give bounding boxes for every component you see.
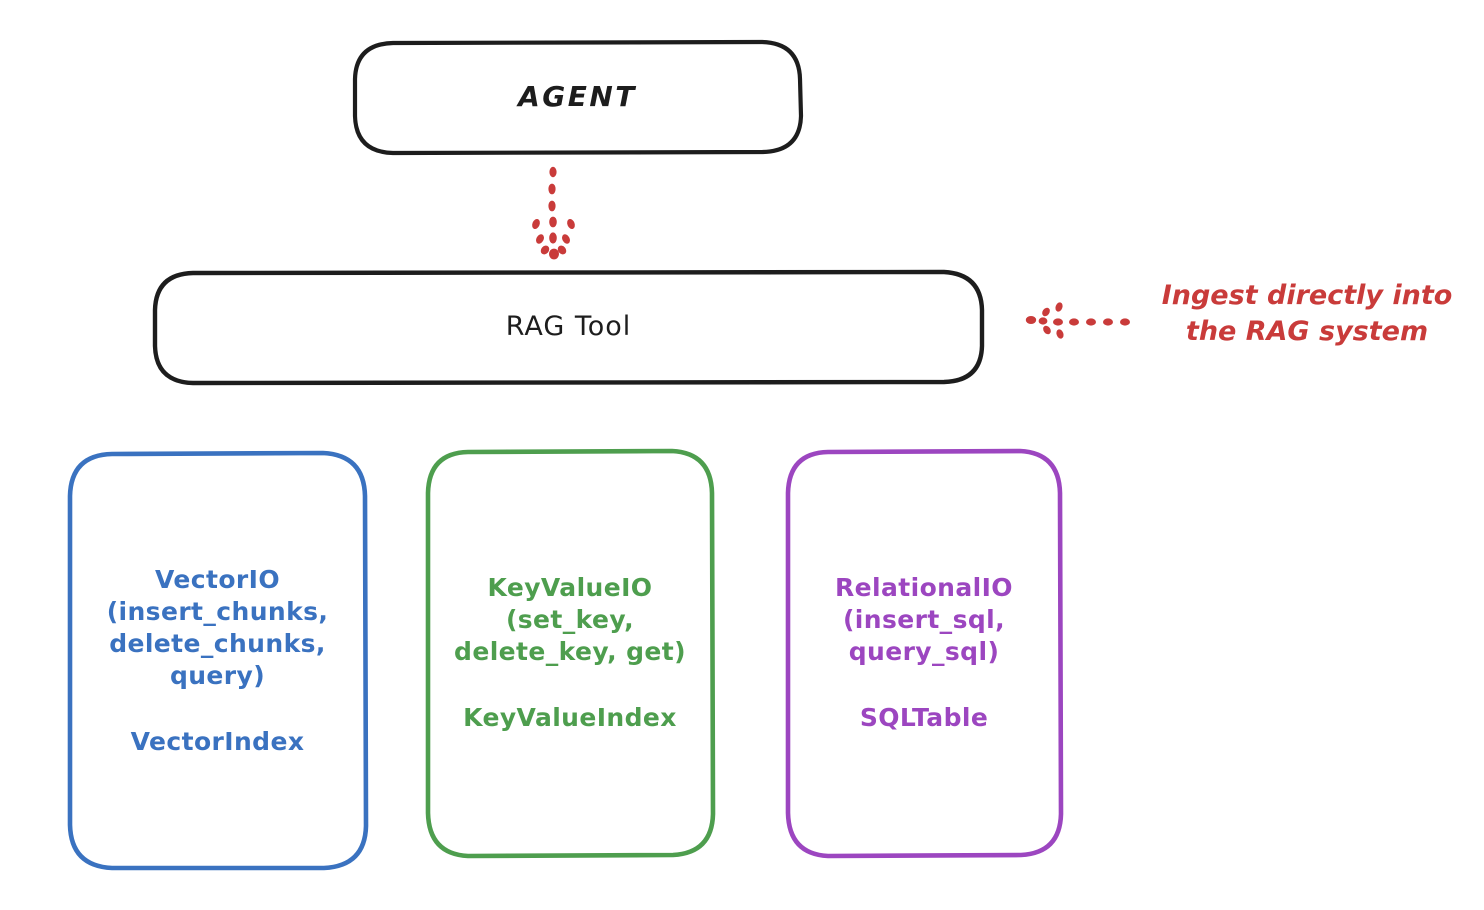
vector-io-index-text: VectorIndex — [130, 726, 305, 756]
relational-io-label: RelationalIO (insert_sql, query_sql) SQL… — [788, 451, 1060, 855]
agent-to-rag-tool-arrow — [532, 166, 575, 260]
vector-io-api-text: VectorIO (insert_chunks, delete_chunks, … — [106, 564, 329, 690]
rag-tool-box[interactable] — [152, 269, 985, 386]
relational-io-api-text: RelationalIO (insert_sql, query_sql) — [835, 573, 1013, 666]
vector-io-label: VectorIO (insert_chunks, delete_chunks, … — [70, 453, 365, 868]
relational-io-box[interactable] — [785, 448, 1064, 859]
key-value-io-box[interactable] — [425, 448, 716, 859]
agent-box[interactable] — [352, 39, 804, 156]
agent-label: AGENT — [518, 80, 637, 114]
vector-io-box[interactable] — [67, 450, 369, 871]
ingest-to-rag-tool-arrow — [1025, 302, 1130, 339]
ingest-annotation-text: Ingest directly into the RAG system — [1161, 280, 1453, 348]
rag-tool-label: RAG Tool — [505, 310, 632, 342]
key-value-io-api-text: KeyValueIO (set_key, delete_key, get) — [454, 573, 686, 666]
relational-io-index-text: SQLTable — [859, 703, 989, 732]
key-value-io-index-text: KeyValueIndex — [463, 703, 677, 732]
key-value-io-label: KeyValueIO (set_key, delete_key, get) Ke… — [428, 451, 712, 855]
